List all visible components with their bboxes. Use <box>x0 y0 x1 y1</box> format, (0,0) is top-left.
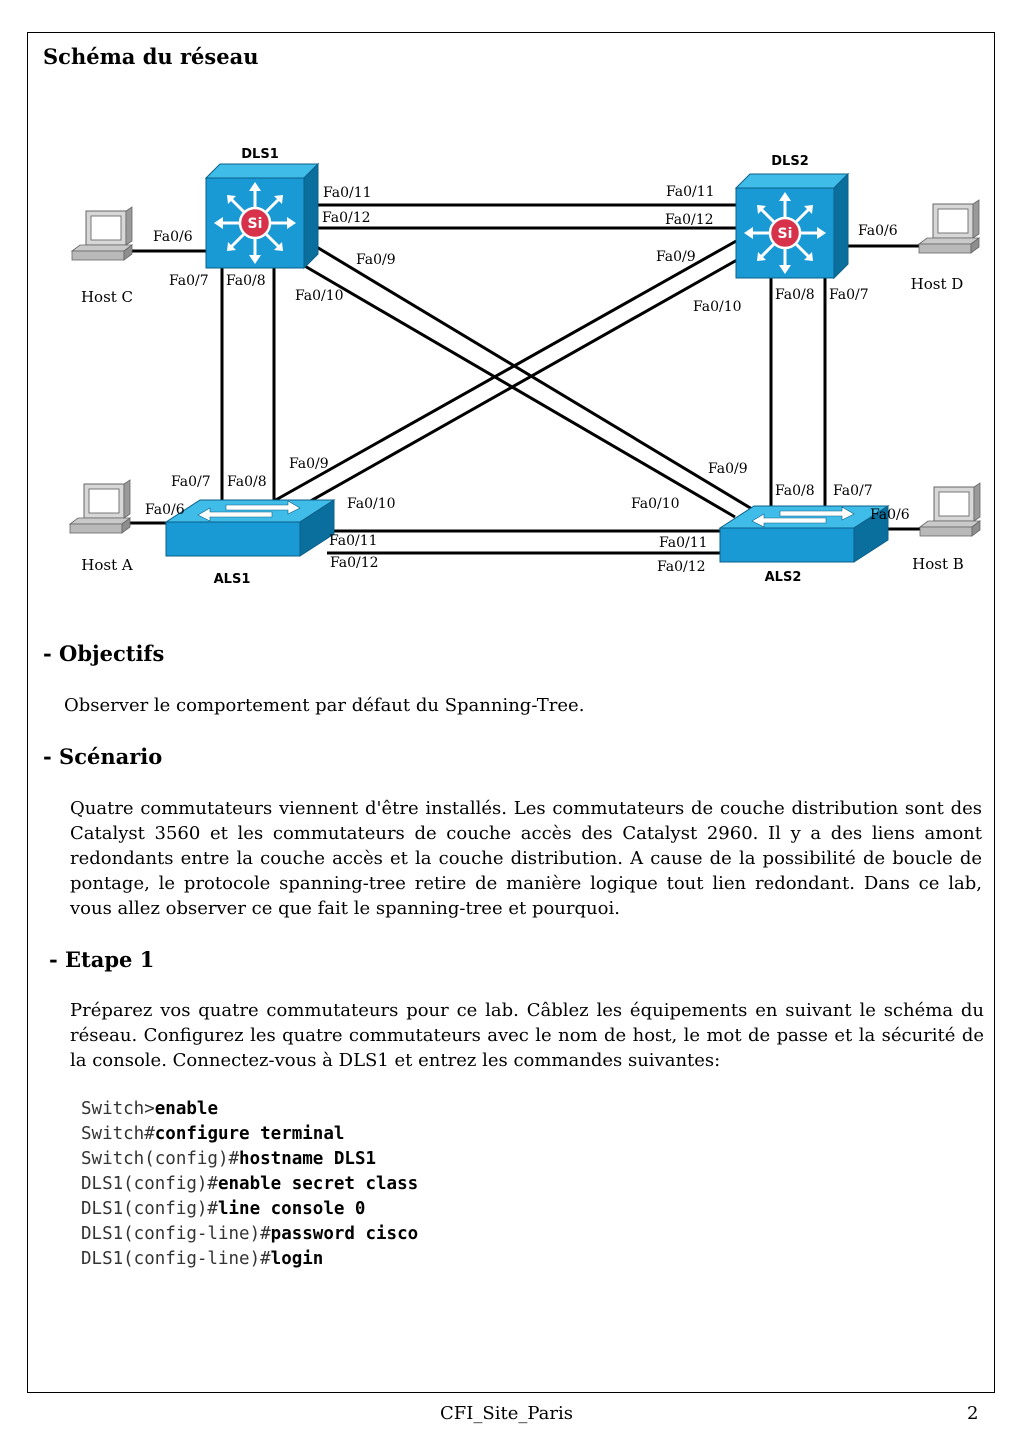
dls1-port-fa0-12: Fa0/12 <box>322 210 371 226</box>
als2-label: ALS2 <box>765 570 802 585</box>
cli-line: DLS1(config)#enable secret class <box>81 1172 418 1197</box>
als2-port-fa0-7: Fa0/7 <box>833 483 873 499</box>
cli-command: hostname DLS1 <box>239 1149 377 1169</box>
cli-line: DLS1(config-line)#login <box>81 1247 418 1272</box>
dls2-switch-icon: Si <box>734 172 850 280</box>
dls2-port-fa0-7: Fa0/7 <box>829 287 869 303</box>
cli-command: line console 0 <box>217 1199 366 1219</box>
als1-port-fa0-11: Fa0/11 <box>329 533 378 549</box>
cli-prompt: Switch(config)# <box>81 1149 240 1169</box>
dls1-port-fa0-10: Fa0/10 <box>295 288 344 304</box>
dls2-port-fa0-10: Fa0/10 <box>693 299 742 315</box>
cli-command: enable <box>154 1099 218 1119</box>
als1-switch-icon <box>165 499 335 557</box>
host-a-label: Host A <box>81 556 133 574</box>
host-a-computer-icon <box>69 479 131 534</box>
cli-command: password cisco <box>270 1224 419 1244</box>
cli-line: Switch>enable <box>81 1097 418 1122</box>
als1-port-fa0-9: Fa0/9 <box>289 456 329 472</box>
etape1-heading: - Etape 1 <box>49 947 155 972</box>
dls2-port-fa0-11: Fa0/11 <box>666 184 715 200</box>
cli-line: Switch(config)#hostname DLS1 <box>81 1147 418 1172</box>
page-frame <box>27 32 995 1393</box>
als2-port-fa0-12: Fa0/12 <box>657 559 706 575</box>
page-number: 2 <box>967 1403 979 1424</box>
footer-site: CFI_Site_Paris <box>440 1403 573 1424</box>
dls2-port-fa0-9: Fa0/9 <box>656 249 696 265</box>
dls1-port-fa0-8: Fa0/8 <box>226 273 266 289</box>
als1-port-fa0-6: Fa0/6 <box>145 502 185 518</box>
cli-prompt: Switch# <box>81 1124 155 1144</box>
als1-port-fa0-12: Fa0/12 <box>330 555 379 571</box>
dls1-port-fa0-11: Fa0/11 <box>323 185 372 201</box>
als2-port-fa0-10: Fa0/10 <box>631 496 680 512</box>
als1-port-fa0-7: Fa0/7 <box>171 474 211 490</box>
objectifs-text: Observer le comportement par défaut du S… <box>64 695 585 716</box>
cli-command: enable secret class <box>217 1174 419 1194</box>
als1-port-fa0-8: Fa0/8 <box>227 474 267 490</box>
als1-port-fa0-10: Fa0/10 <box>347 496 396 512</box>
cli-commands: Switch>enable Switch#configure terminal … <box>81 1097 418 1272</box>
host-b-label: Host B <box>912 555 964 573</box>
cli-command: login <box>270 1249 324 1269</box>
cli-prompt: DLS1(config-line)# <box>81 1224 271 1244</box>
dls2-port-fa0-12: Fa0/12 <box>665 212 714 228</box>
dls1-port-fa0-7: Fa0/7 <box>169 273 209 289</box>
cli-command: configure terminal <box>154 1124 345 1144</box>
als2-port-fa0-9: Fa0/9 <box>708 461 748 477</box>
etape1-text: Préparez vos quatre commutateurs pour ce… <box>70 1000 984 1071</box>
dls1-port-fa0-6: Fa0/6 <box>153 229 193 245</box>
als2-port-fa0-11: Fa0/11 <box>659 535 708 551</box>
host-d-label: Host D <box>911 275 964 293</box>
cli-line: DLS1(config-line)#password cisco <box>81 1222 418 1247</box>
dls1-label: DLS1 <box>241 147 278 162</box>
als2-port-fa0-6: Fa0/6 <box>870 507 910 523</box>
cli-line: Switch#configure terminal <box>81 1122 418 1147</box>
als2-port-fa0-8: Fa0/8 <box>775 483 815 499</box>
cli-prompt: DLS1(config)# <box>81 1199 218 1219</box>
scenario-heading: - Scénario <box>43 744 163 769</box>
cli-prompt: Switch> <box>81 1099 155 1119</box>
dls1-port-fa0-9: Fa0/9 <box>356 252 396 268</box>
dls1-si-label: Si <box>248 216 263 232</box>
dls1-switch-icon: Si <box>204 162 320 270</box>
als1-label: ALS1 <box>214 572 251 587</box>
objectifs-heading: - Objectifs <box>43 641 165 666</box>
network-diagram: Si Si DLS1 DLS2 ALS1 ALS2 Host C Host D … <box>69 147 981 587</box>
cli-prompt: DLS1(config-line)# <box>81 1249 271 1269</box>
network-links <box>130 203 926 555</box>
als2-switch-icon <box>719 505 889 563</box>
dls2-label: DLS2 <box>771 154 808 169</box>
dls2-si-label: Si <box>778 226 793 242</box>
host-c-computer-icon <box>71 206 133 261</box>
dls2-port-fa0-6: Fa0/6 <box>858 223 898 239</box>
dls2-port-fa0-8: Fa0/8 <box>775 287 815 303</box>
cli-prompt: DLS1(config)# <box>81 1174 218 1194</box>
scenario-text: Quatre commutateurs viennent d'être inst… <box>70 798 982 919</box>
diagram-title: Schéma du réseau <box>43 44 259 69</box>
host-c-label: Host C <box>81 288 133 306</box>
host-d-computer-icon <box>918 199 980 254</box>
host-b-computer-icon <box>919 482 981 537</box>
cli-line: DLS1(config)#line console 0 <box>81 1197 418 1222</box>
